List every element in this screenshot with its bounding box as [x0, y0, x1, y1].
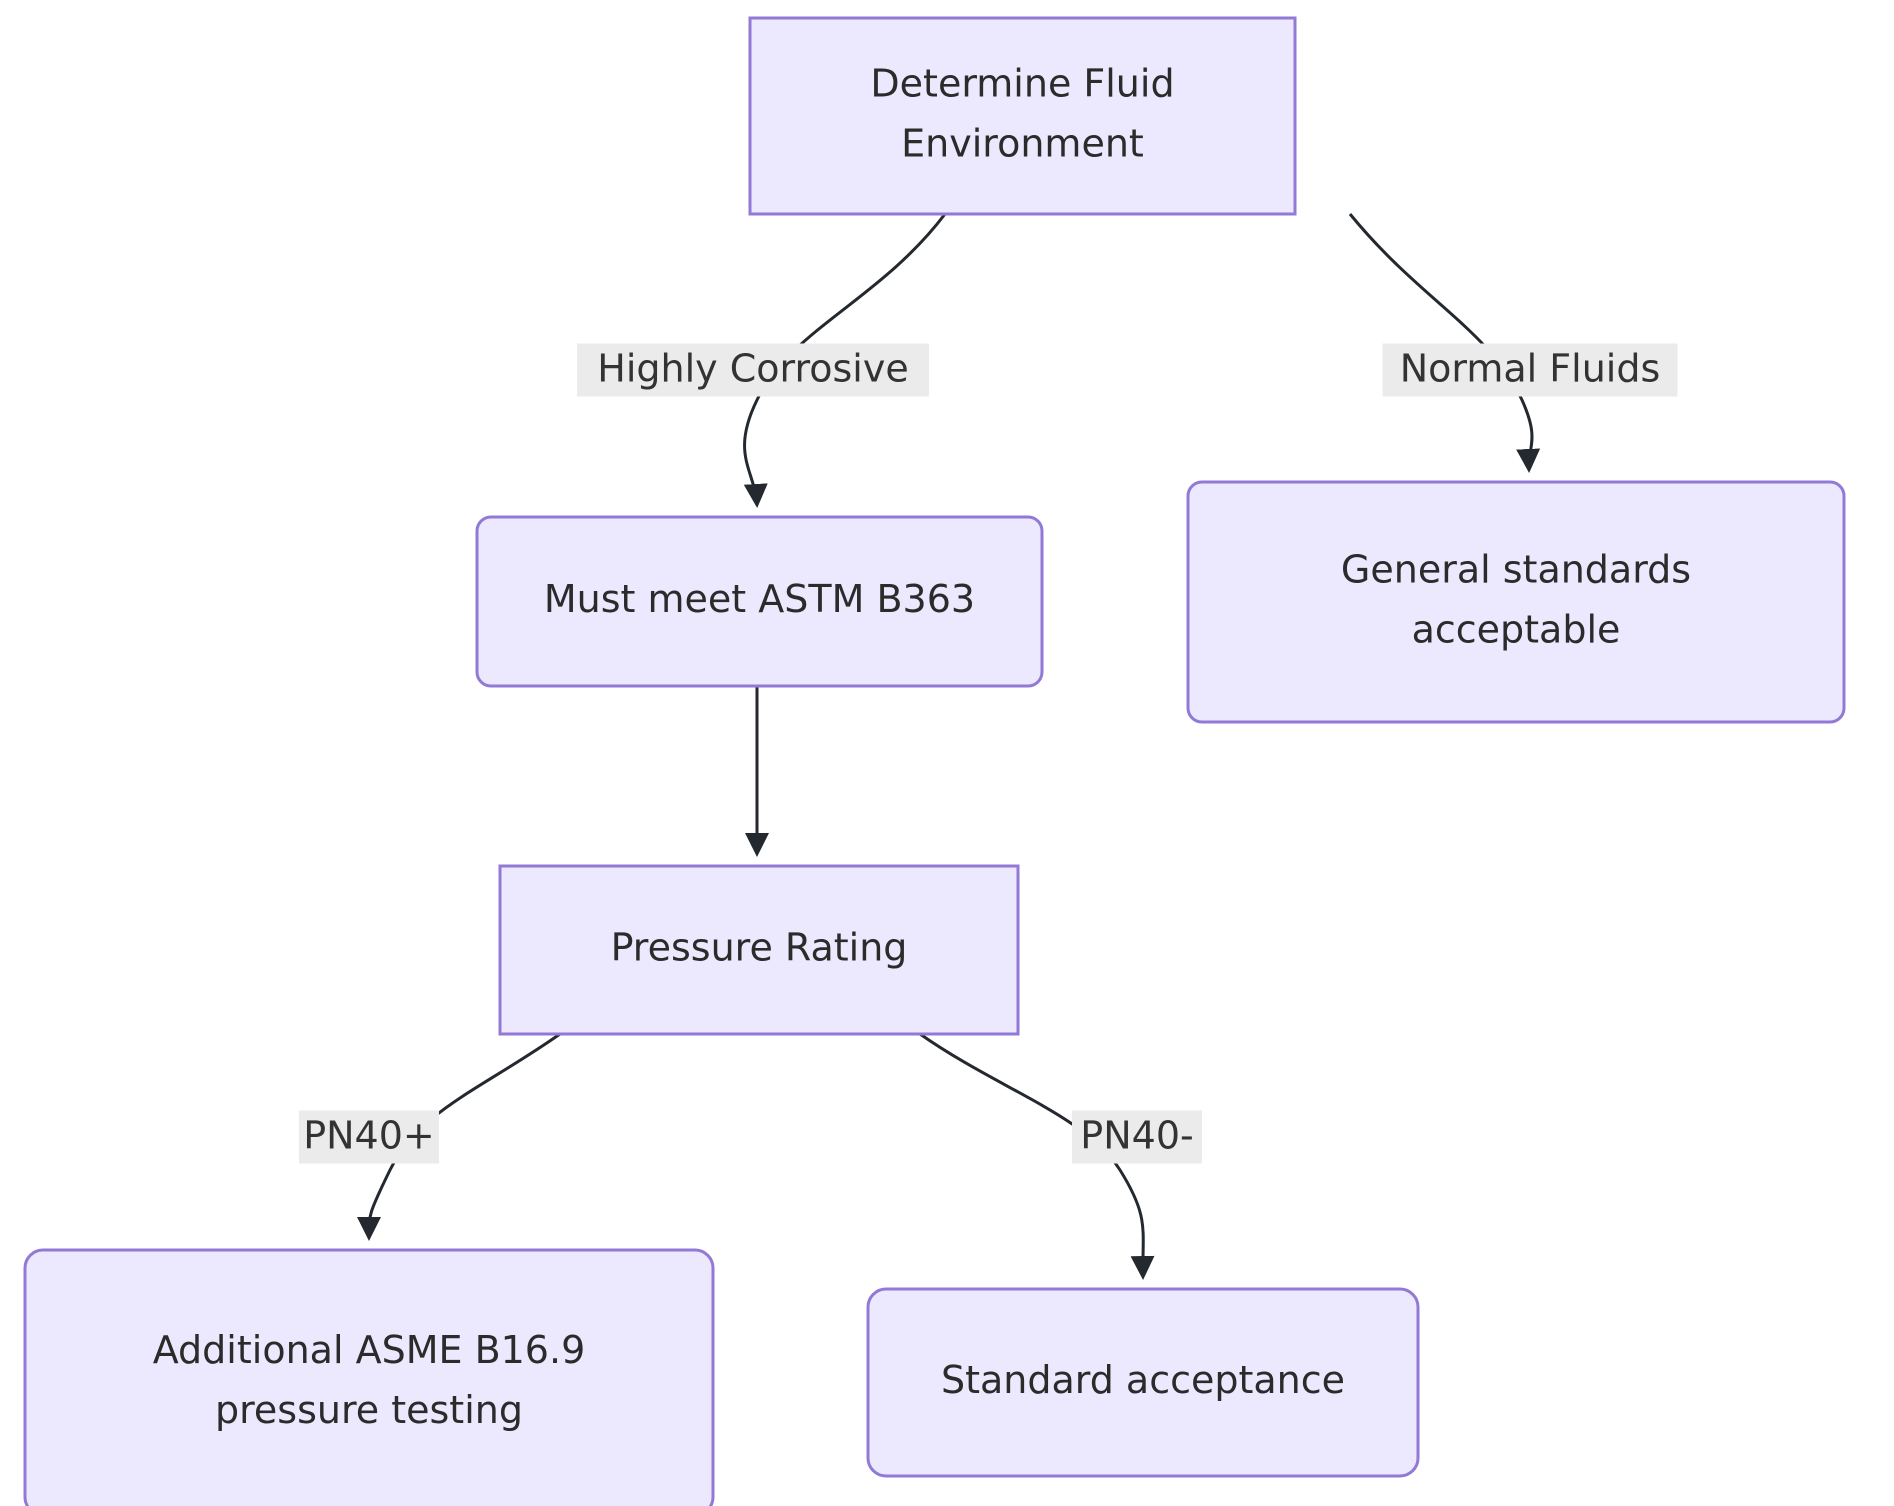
node-shape — [1186, 480, 1846, 724]
node-label-line2: Environment — [901, 122, 1144, 166]
node-shape — [748, 16, 1297, 216]
node-label-line2: acceptable — [1412, 608, 1621, 652]
node-label-line1: Determine Fluid — [870, 62, 1174, 106]
node-label-line2: pressure testing — [215, 1388, 523, 1432]
flow-node[interactable]: General standards acceptable — [1186, 480, 1846, 724]
node-shape — [866, 1287, 1420, 1478]
flow-node[interactable]: Additional ASME B16.9 pressure testing — [23, 1248, 715, 1506]
node-shape — [23, 1248, 715, 1506]
node-label-line1: Must meet ASTM B363 — [544, 577, 975, 621]
node-shape — [498, 864, 1020, 1036]
node-label-line1: Pressure Rating — [611, 926, 908, 970]
node-label-line1: Additional ASME B16.9 — [153, 1328, 586, 1372]
flow-node[interactable]: Pressure Rating — [498, 864, 1020, 1036]
edge-label: PN40- — [1072, 1110, 1202, 1164]
edge-label-background — [1072, 1110, 1202, 1164]
edge-label-background — [299, 1110, 439, 1164]
edge-label-text: PN40- — [1080, 1114, 1193, 1158]
node-shape — [475, 515, 1044, 688]
edge-label: Highly Corrosive — [577, 343, 929, 397]
flow-node[interactable]: Standard acceptance — [866, 1287, 1420, 1478]
node-label-line1: Standard acceptance — [941, 1358, 1345, 1402]
edge-label-text: PN40+ — [303, 1114, 435, 1158]
edge-label-text: Highly Corrosive — [597, 347, 908, 391]
edge-label-background — [577, 343, 929, 397]
edge-label: Normal Fluids — [1382, 343, 1678, 397]
edge-connector — [1348, 213, 1541, 473]
node-label-line1: General standards — [1341, 548, 1691, 592]
edges-group — [356, 213, 1541, 1280]
edge-label-background — [1382, 343, 1678, 397]
edge-label: PN40+ — [299, 1110, 439, 1164]
edge-label-text: Normal Fluids — [1400, 347, 1661, 391]
flow-node[interactable]: Must meet ASTM B363 — [475, 515, 1044, 688]
